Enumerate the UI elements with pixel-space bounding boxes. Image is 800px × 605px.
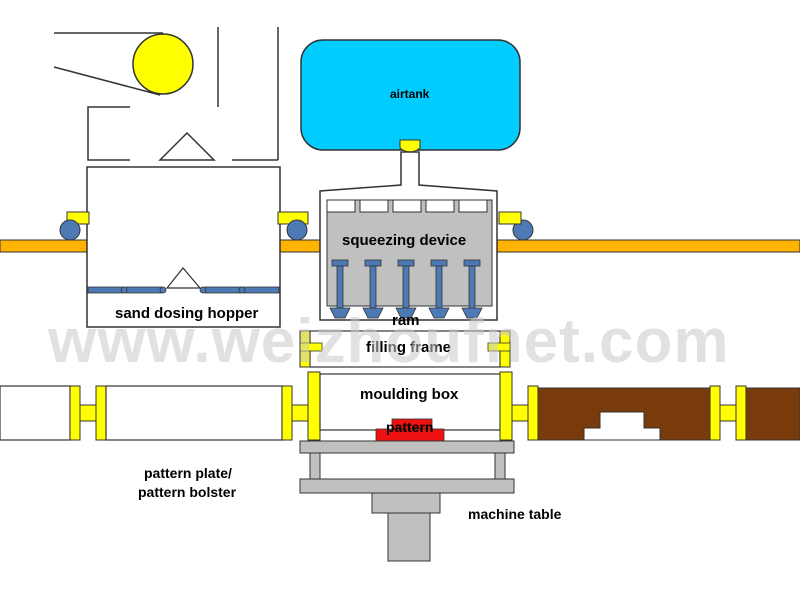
filling-frame-label: filling frame: [366, 339, 452, 356]
ram-3: [395, 259, 417, 319]
pattern-plate-label-line2: pattern bolster: [138, 484, 237, 500]
airtank-label: airtank: [390, 87, 430, 101]
moulding-box-label: moulding box: [360, 386, 459, 403]
pattern-label: pattern: [386, 419, 434, 435]
sand-chute: [87, 27, 279, 161]
rollers: [59, 219, 534, 241]
right-flask: [527, 385, 800, 441]
watermark: www.weizhoufnet.com: [48, 307, 730, 376]
machine-table: [299, 440, 515, 562]
sand-dosing-hopper-label: sand dosing hopper: [115, 305, 259, 322]
conveyor-rails: [0, 239, 800, 253]
ram-4: [428, 259, 450, 319]
airtank: [300, 39, 521, 153]
belt-pulley: [132, 33, 194, 95]
squeezing-device-label: squeezing device: [342, 232, 467, 249]
rams: [329, 259, 483, 319]
ram-2: [362, 259, 384, 319]
left-flask: [0, 385, 309, 441]
pattern-plate-label-line1: pattern plate/: [144, 465, 232, 481]
squeezing-head: [319, 151, 498, 321]
ram-label: ram: [392, 312, 420, 329]
sand-belt-conveyor: [53, 32, 194, 96]
ram-5: [461, 259, 483, 319]
right-hopper-clamp: [498, 211, 522, 225]
filling-frame: [299, 330, 511, 368]
ram-1: [329, 259, 351, 319]
sand-dosing-hopper: [66, 166, 309, 328]
machine-table-label: machine table: [468, 506, 562, 522]
